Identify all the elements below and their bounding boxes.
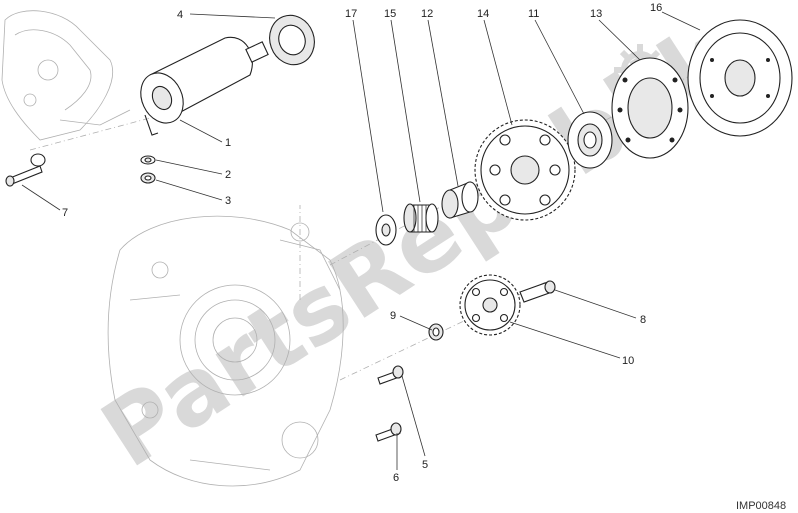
- idler-gear-14: [474, 119, 576, 221]
- callout-10: 10: [622, 355, 634, 367]
- callout-8: 8: [640, 314, 646, 326]
- spacer-17: [375, 214, 397, 246]
- callout-13: 13: [590, 8, 602, 20]
- washer-2: [140, 155, 156, 165]
- screw-6: [375, 422, 402, 442]
- callout-12: 12: [421, 8, 433, 20]
- callout-labels: 4 1 2 3 7 17 15 12 14 11 13 16 8 9 10 5 …: [62, 2, 662, 484]
- diagram-reference-code: IMP00848: [736, 500, 786, 512]
- screw-7: [5, 153, 46, 187]
- rotor-16: [687, 19, 793, 137]
- callout-3: 3: [225, 195, 231, 207]
- starter-gasket: [269, 14, 315, 66]
- callout-15: 15: [384, 8, 396, 20]
- callout-17: 17: [345, 8, 357, 20]
- freewheel-11: [567, 111, 613, 169]
- bushing-12: [441, 181, 479, 219]
- callout-5: 5: [422, 459, 428, 471]
- callout-2: 2: [225, 169, 231, 181]
- engine-case-upper: [1, 10, 131, 141]
- washer-9: [428, 323, 444, 341]
- callout-11: 11: [528, 8, 539, 20]
- engine-case-lower: [107, 215, 344, 487]
- shaft-8: [519, 280, 556, 303]
- needle-bearing-15: [403, 203, 439, 233]
- callout-6: 6: [393, 472, 399, 484]
- callout-16: 16: [650, 2, 662, 14]
- callout-14: 14: [477, 8, 489, 20]
- leader-lines: [21, 11, 701, 470]
- callout-4: 4: [177, 9, 183, 21]
- screw-5: [377, 365, 404, 385]
- starter-motor: [140, 36, 269, 136]
- flange-13: [611, 57, 689, 159]
- callout-9: 9: [390, 310, 396, 322]
- callout-7: 7: [62, 207, 68, 219]
- callout-1: 1: [225, 137, 231, 149]
- gear-10: [459, 274, 521, 336]
- nut-3: [140, 172, 156, 184]
